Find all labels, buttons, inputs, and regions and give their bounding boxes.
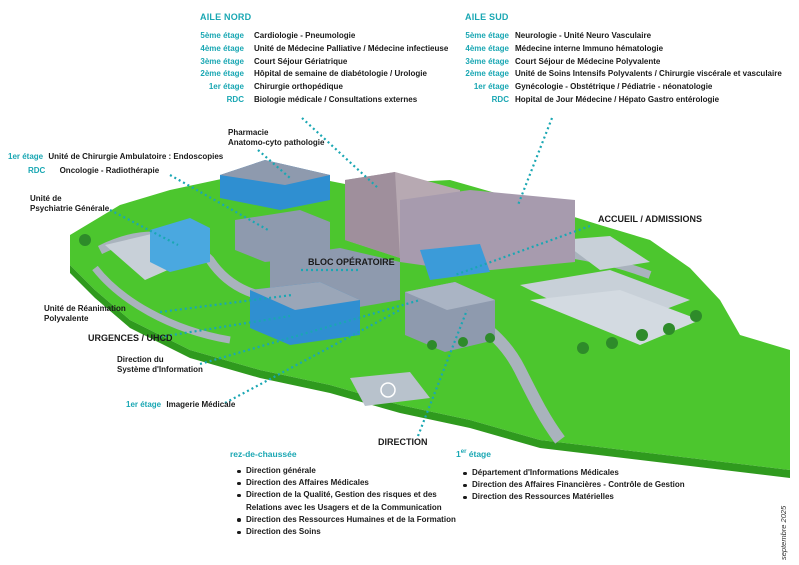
label-ambulatoire: 1er étage Unité de Chirurgie Ambulatoire… xyxy=(8,152,223,162)
aile-nord-level: 2ème étage xyxy=(200,69,244,79)
direction-1er-title-sup: er xyxy=(460,449,467,456)
building-aile-nord-face xyxy=(345,172,400,258)
label-psychiatrie-line1: Unité de xyxy=(30,194,62,203)
aile-sud-service: Neurologie - Unité Neuro Vasculaire xyxy=(515,31,652,40)
direction-rdc-title: rez-de-chaussée xyxy=(230,449,297,459)
label-bloc-operatoire: BLOC OPÉRATOIRE xyxy=(308,257,395,267)
aile-nord-level: RDC xyxy=(226,95,244,104)
trees xyxy=(79,234,702,354)
list-item: Direction des Affaires Financières - Con… xyxy=(462,479,685,491)
label-imagerie-desc: Imagerie Médicale xyxy=(166,400,236,409)
label-oncologie-desc: Oncologie - Radiothérapie xyxy=(59,166,160,175)
direction-1er-list: Département d'Informations Médicales Dir… xyxy=(462,467,685,504)
building-accueil xyxy=(420,244,490,280)
label-dsi-line1: Direction du xyxy=(117,355,164,364)
label-reanimation: Unité de Réanimation Polyvalente xyxy=(44,304,126,324)
label-urgences: URGENCES / UHCD xyxy=(88,333,173,343)
aile-sud-level: RDC xyxy=(491,95,509,104)
label-reanimation-line2: Polyvalente xyxy=(44,314,89,323)
aile-nord-service: Biologie médicale / Consultations extern… xyxy=(254,95,418,104)
list-item-continuation: Relations avec les Usagers et de la Comm… xyxy=(246,502,442,512)
parking-north xyxy=(560,236,650,270)
direction-1er-title-rest: étage xyxy=(466,449,491,459)
label-ambulatoire-desc: Unité de Chirurgie Ambulatoire : Endosco… xyxy=(48,152,224,161)
helipad-marker xyxy=(380,382,396,398)
label-reanimation-line1: Unité de Réanimation xyxy=(44,304,126,313)
parking-southeast xyxy=(530,290,700,345)
aile-sud-service: Hopital de Jour Médecine / Hépato Gastro… xyxy=(515,95,720,104)
aile-sud-title: AILE SUD xyxy=(465,12,509,22)
label-oncologie-level: RDC xyxy=(28,166,46,175)
label-dsi: Direction du Système d'Information xyxy=(117,355,203,375)
document-date: septembre 2025 xyxy=(779,505,788,560)
direction-rdc-list: Direction générale Direction des Affaire… xyxy=(236,465,456,538)
label-dsi-line2: Système d'Information xyxy=(117,365,203,374)
aile-nord-floor-list: 5ème étage Cardiologie - Pneumologie 4ème… xyxy=(0,30,460,110)
label-pharmacie-line2: Anatomo-cyto pathologie xyxy=(228,138,325,147)
direction-1er-title: 1er étage xyxy=(456,449,491,459)
aile-sud-service: Unité de Soins Intensifs Polyvalents / C… xyxy=(515,69,782,79)
label-direction: DIRECTION xyxy=(378,437,428,447)
campus-road-west xyxy=(92,265,231,344)
list-item: Département d'Informations Médicales xyxy=(462,467,685,479)
aile-sud-level: 3ème étage xyxy=(465,56,509,66)
aile-nord-title: AILE NORD xyxy=(200,12,252,22)
aile-nord-level: 4ème étage xyxy=(200,43,244,53)
aile-sud-service: Gynécologie - Obstétrique / Pédiatrie - … xyxy=(515,82,713,92)
aile-sud-level: 1er étage xyxy=(473,82,509,92)
list-item: Direction des Soins xyxy=(236,526,456,538)
aile-sud-floor-list: 5ème étage Neurologie - Unité Neuro Vascu… xyxy=(400,30,799,110)
building-urgences-roof xyxy=(250,282,360,310)
building-onco xyxy=(235,210,330,262)
aile-nord-service: Unité de Médecine Palliative / Médecine … xyxy=(254,43,449,53)
aile-sud-level: 2ème étage xyxy=(465,69,509,79)
aile-nord-service: Chirurgie orthopédique xyxy=(254,82,343,92)
label-pharmacie: Pharmacie Anatomo-cyto pathologie xyxy=(228,128,324,148)
building-psychiatrie xyxy=(150,218,210,272)
aile-sud-level: 4ème étage xyxy=(465,43,509,53)
list-item: Direction des Ressources Humaines et de … xyxy=(236,514,456,526)
label-imagerie-level: 1er étage xyxy=(126,400,162,409)
connector-lines xyxy=(109,117,591,437)
label-imagerie: 1er étage Imagerie Médicale xyxy=(126,400,235,410)
label-pharmacie-line1: Pharmacie xyxy=(228,128,269,137)
aile-nord-level: 5ème étage xyxy=(200,31,244,40)
list-item: Direction de la Qualité, Gestion des ris… xyxy=(236,489,456,501)
label-ambulatoire-level: 1er étage xyxy=(8,152,44,161)
aile-sud-service: Médecine interne Immuno hématologie xyxy=(515,43,664,53)
aile-nord-service: Hôpital de semaine de diabétologie / Uro… xyxy=(254,69,427,79)
label-psychiatrie-line2: Psychiatrie Générale xyxy=(30,204,110,213)
aile-nord-service: Cardiologie - Pneumologie xyxy=(254,31,356,40)
list-item: Direction des Affaires Médicales xyxy=(236,477,456,489)
label-oncologie: RDC Oncologie - Radiothérapie xyxy=(28,166,159,176)
building-direction-roof xyxy=(405,282,495,310)
label-psychiatrie: Unité de Psychiatrie Générale xyxy=(30,194,109,214)
building-pharmacie-roof xyxy=(220,160,330,185)
aile-nord-level: 1er étage xyxy=(208,82,244,92)
list-item: Direction des Ressources Matérielles xyxy=(462,491,685,503)
list-item: Direction générale xyxy=(236,465,456,477)
direction-1er-title-num: 1 xyxy=(456,449,461,459)
aile-sud-level: 5ème étage xyxy=(465,31,509,40)
aile-nord-level: 3ème étage xyxy=(200,56,244,66)
aile-sud-service: Court Séjour de Médecine Polyvalente xyxy=(515,56,661,66)
aile-nord-service: Court Séjour Gériatrique xyxy=(254,56,348,66)
helipad xyxy=(350,372,430,406)
label-accueil-admissions: ACCUEIL / ADMISSIONS xyxy=(598,214,703,224)
